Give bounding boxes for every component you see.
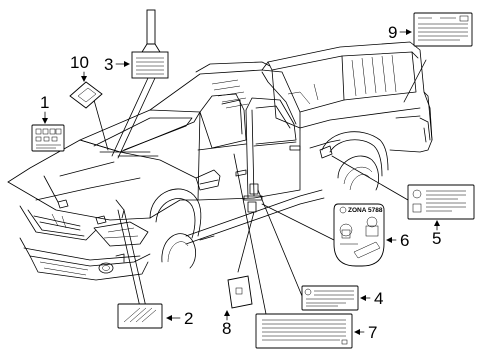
callout-1: 1 bbox=[40, 93, 49, 124]
label-3-windshield-tag bbox=[131, 9, 169, 79]
label-7-large-info-label bbox=[255, 313, 353, 349]
callout-9-number: 9 bbox=[388, 23, 397, 42]
callout-7: 7 bbox=[354, 323, 377, 342]
label-1-emission-control bbox=[31, 124, 65, 152]
callout-6-number: 6 bbox=[400, 231, 409, 250]
callout-5: 5 bbox=[432, 220, 441, 248]
label-9-tire-loading bbox=[413, 12, 473, 47]
callout-2: 2 bbox=[166, 309, 193, 328]
label-8-small-tag bbox=[227, 275, 253, 309]
callout-7-number: 7 bbox=[368, 323, 377, 342]
label-4-warning-label bbox=[301, 285, 359, 311]
label-2-hood-label bbox=[117, 303, 163, 329]
label-5-info-label bbox=[407, 184, 475, 220]
pickup-truck-outline bbox=[7, 41, 433, 281]
callout-2-number: 2 bbox=[184, 309, 193, 328]
callout-8: 8 bbox=[222, 310, 231, 338]
label-6-keyless-label: ZONA 5788 bbox=[333, 203, 385, 267]
label-6-brand-text: ZONA 5788 bbox=[348, 207, 383, 214]
callout-10: 10 bbox=[70, 53, 89, 82]
callout-4-number: 4 bbox=[374, 289, 383, 308]
leader-lines bbox=[43, 59, 427, 317]
callout-6: 6 bbox=[386, 231, 409, 250]
label-10-airbag-warning bbox=[69, 81, 103, 109]
callout-9: 9 bbox=[388, 23, 412, 42]
callout-5-number: 5 bbox=[432, 229, 441, 248]
callout-10-number: 10 bbox=[70, 53, 89, 72]
callout-3: 3 bbox=[104, 55, 130, 74]
callout-1-number: 1 bbox=[40, 93, 49, 112]
callout-8-number: 8 bbox=[222, 319, 231, 338]
callout-4: 4 bbox=[360, 289, 383, 308]
callout-3-number: 3 bbox=[104, 55, 113, 74]
